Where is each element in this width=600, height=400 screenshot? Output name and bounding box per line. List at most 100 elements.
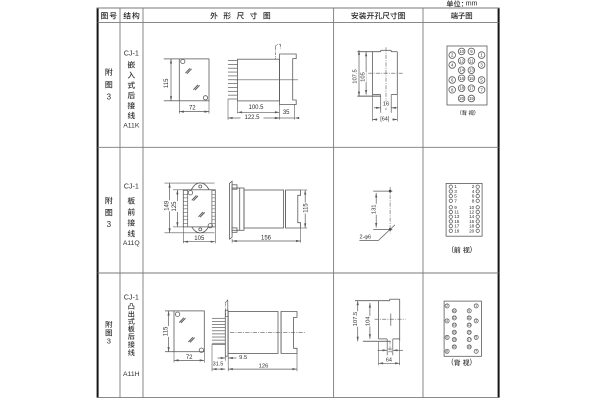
svg-text:19: 19 (467, 345, 471, 349)
svg-text:4: 4 (472, 189, 475, 194)
svg-text:13: 13 (469, 68, 474, 73)
svg-text:(: ( (451, 359, 454, 366)
svg-text:A11H: A11H (123, 371, 140, 378)
svg-text:3: 3 (480, 63, 483, 68)
svg-text:1: 1 (480, 53, 483, 58)
svg-text:16: 16 (383, 101, 389, 107)
svg-text:6: 6 (451, 78, 454, 83)
svg-text:7: 7 (454, 198, 457, 203)
svg-text:20: 20 (459, 96, 464, 101)
svg-text:A11Q: A11Q (123, 240, 140, 247)
svg-text:6: 6 (446, 335, 448, 339)
svg-text:mm: mm (466, 0, 478, 7)
svg-text:2: 2 (451, 53, 454, 58)
svg-text:2-φ6: 2-φ6 (360, 234, 372, 240)
svg-text:105: 105 (361, 72, 367, 82)
svg-text:115: 115 (164, 326, 170, 336)
svg-text:126: 126 (259, 364, 269, 370)
svg-text:15: 15 (454, 219, 460, 224)
svg-text:115: 115 (164, 78, 170, 88)
svg-text:12: 12 (469, 210, 475, 215)
svg-text:31.5: 31.5 (213, 361, 224, 367)
svg-text:8: 8 (446, 349, 448, 353)
svg-text:72: 72 (189, 106, 196, 112)
svg-text:14: 14 (469, 214, 475, 219)
svg-text:7: 7 (475, 349, 477, 353)
svg-text:104: 104 (366, 316, 372, 326)
svg-text:100.5: 100.5 (248, 105, 264, 111)
svg-text:12: 12 (452, 316, 456, 320)
svg-text:11: 11 (469, 58, 474, 63)
svg-text:3: 3 (475, 319, 477, 323)
svg-text:13: 13 (454, 214, 460, 219)
svg-text:19: 19 (469, 96, 474, 101)
svg-text:CJ-1: CJ-1 (124, 48, 139, 57)
svg-text:15: 15 (469, 76, 474, 81)
svg-text:107.5: 107.5 (353, 69, 359, 84)
svg-text:35: 35 (283, 110, 290, 116)
svg-text:8: 8 (472, 198, 475, 203)
svg-text:9: 9 (470, 49, 473, 54)
svg-text:14: 14 (459, 68, 464, 73)
svg-text:2: 2 (472, 184, 475, 189)
svg-text:16: 16 (452, 330, 456, 334)
svg-text:125: 125 (172, 201, 178, 212)
svg-text:18: 18 (452, 338, 456, 342)
svg-text:10: 10 (459, 49, 464, 54)
svg-text:17: 17 (469, 86, 474, 91)
svg-text:(: ( (460, 110, 462, 116)
svg-text:64: 64 (386, 358, 392, 364)
svg-text:156: 156 (261, 236, 272, 242)
svg-text:16: 16 (469, 219, 475, 224)
svg-text:2: 2 (446, 304, 448, 308)
svg-text:6: 6 (472, 194, 475, 199)
svg-text:105: 105 (194, 236, 205, 242)
svg-text:18: 18 (459, 86, 464, 91)
svg-text:10: 10 (469, 205, 475, 210)
svg-text:9: 9 (454, 205, 457, 210)
svg-text:15: 15 (467, 330, 471, 334)
svg-text:16: 16 (388, 347, 393, 353)
svg-text:(: ( (451, 246, 454, 253)
svg-text:5: 5 (480, 78, 483, 83)
svg-text:14: 14 (452, 323, 456, 327)
svg-text:122.5: 122.5 (244, 115, 260, 121)
svg-text:11: 11 (467, 316, 471, 320)
svg-text:19: 19 (454, 228, 460, 233)
svg-text:11: 11 (454, 210, 459, 215)
svg-text:7: 7 (480, 87, 483, 92)
svg-text:3: 3 (107, 93, 112, 102)
svg-text:5: 5 (454, 194, 457, 199)
svg-text:17: 17 (454, 224, 460, 229)
svg-text:): ) (470, 246, 472, 253)
svg-text:115: 115 (304, 203, 310, 213)
svg-text:10: 10 (452, 309, 456, 313)
svg-text:4: 4 (451, 63, 454, 68)
svg-text:16: 16 (459, 76, 464, 81)
svg-text:CJ-1: CJ-1 (124, 292, 139, 301)
svg-text:149: 149 (164, 200, 170, 211)
svg-text:): ) (470, 359, 472, 366)
svg-text:20: 20 (469, 228, 475, 233)
svg-text:72: 72 (186, 355, 193, 361)
svg-text:8: 8 (451, 87, 454, 92)
svg-text:107.5: 107.5 (353, 312, 359, 327)
svg-text:5: 5 (475, 335, 477, 339)
svg-text:9: 9 (468, 309, 470, 313)
svg-text:1: 1 (454, 184, 457, 189)
svg-text:[64]: [64] (380, 116, 390, 122)
svg-text:20: 20 (452, 345, 456, 349)
svg-text:1: 1 (475, 304, 477, 308)
svg-text:18: 18 (469, 224, 475, 229)
svg-text:13: 13 (467, 323, 471, 327)
svg-text:17: 17 (467, 338, 471, 342)
svg-text:3: 3 (454, 189, 457, 194)
svg-text:3: 3 (107, 337, 111, 346)
svg-text:12: 12 (459, 58, 464, 63)
svg-text:): ) (474, 110, 476, 116)
svg-text:CJ-1: CJ-1 (124, 182, 139, 191)
svg-text:4: 4 (446, 319, 448, 323)
svg-text:9.5: 9.5 (239, 355, 247, 361)
svg-text:131: 131 (372, 204, 378, 214)
svg-text:3: 3 (107, 220, 112, 229)
